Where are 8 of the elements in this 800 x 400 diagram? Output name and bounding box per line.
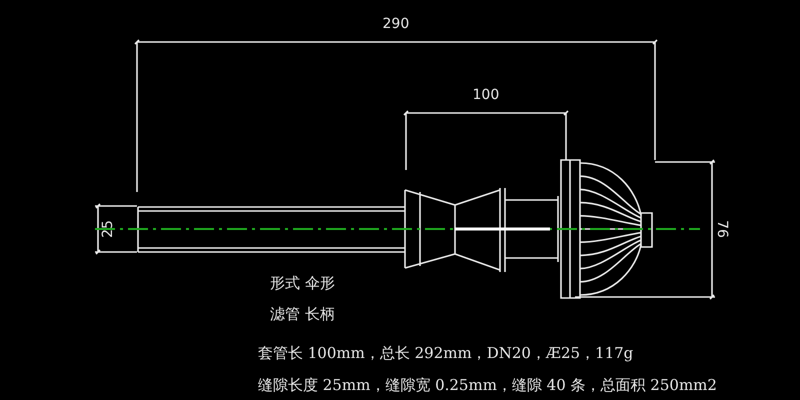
spec-text: 缝隙长度 25mm，缝隙宽 0.25mm，缝隙 40 条，总面积 250mm2 bbox=[258, 378, 717, 393]
dimension-label: 100 bbox=[472, 88, 500, 102]
spec-text: 套管长 100mm，总长 292mm，DN20，Æ25，117g bbox=[258, 346, 634, 361]
spec-text: 形式 伞形 bbox=[270, 276, 335, 291]
dimension-label: 76 bbox=[714, 220, 729, 238]
spec-text: 滤管 长柄 bbox=[270, 307, 335, 322]
dimension-label: 25 bbox=[100, 220, 115, 238]
dimension-label: 290 bbox=[382, 17, 410, 31]
